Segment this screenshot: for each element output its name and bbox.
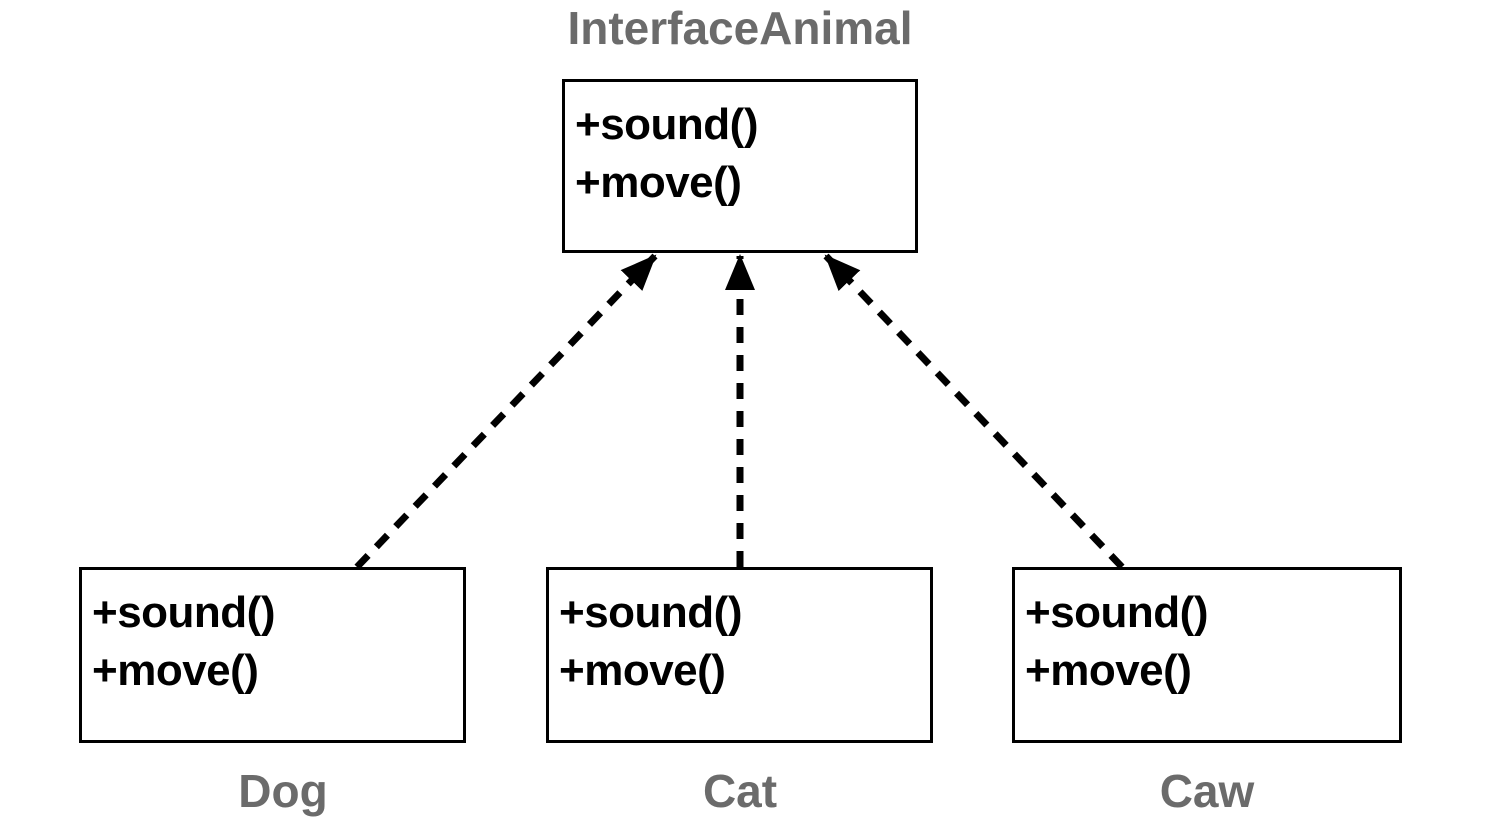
- interface-method-sound: +sound(): [575, 100, 758, 149]
- dog-class-box: +sound() +move(): [79, 567, 466, 743]
- cat-class-box: +sound() +move(): [546, 567, 933, 743]
- dog-class-name: Dog: [238, 765, 328, 817]
- caw-class-box: +sound() +move(): [1012, 567, 1402, 743]
- cat-class-name: Cat: [702, 765, 778, 817]
- interface-name: InterfaceAnimal: [567, 2, 913, 54]
- interface-box: +sound() +move(): [562, 79, 918, 253]
- cat-method-sound: +sound(): [559, 588, 742, 637]
- cat-method-move: +move(): [559, 646, 726, 695]
- dog-realization-arrow: [354, 253, 658, 570]
- dog-method-move: +move(): [92, 646, 259, 695]
- caw-realization-arrow: [823, 253, 1125, 570]
- caw-method-move: +move(): [1025, 646, 1192, 695]
- dog-method-sound: +sound(): [92, 588, 275, 637]
- interface-method-move: +move(): [575, 158, 742, 207]
- caw-method-sound: +sound(): [1025, 588, 1208, 637]
- caw-class-name: Caw: [1159, 765, 1255, 817]
